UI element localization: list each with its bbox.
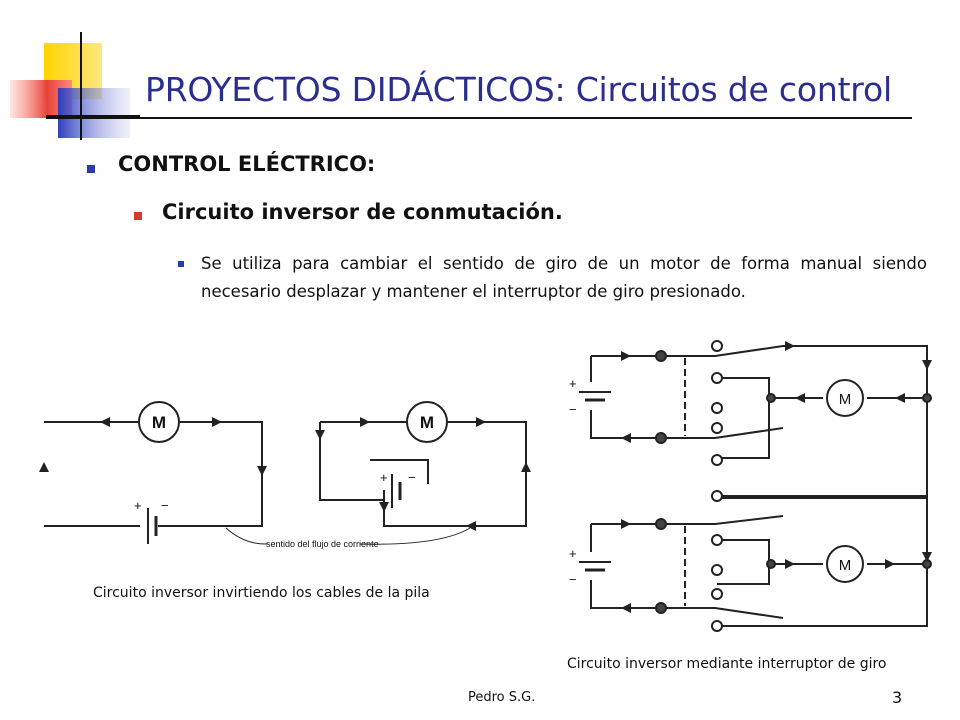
arrow-icon [379,502,389,512]
circuit2-motor-label: M [420,413,434,432]
motor-bottom [826,545,864,583]
flow-direction-label: sentido del flujo de corriente [266,539,379,549]
page-number: 3 [892,688,903,707]
bullet-marker-l3 [178,261,184,267]
bullet-marker-l2 [134,212,142,220]
arrow-icon [621,603,631,613]
arrow-icon [785,341,795,351]
circuit1-plus: + [134,498,142,513]
arrow-icon [100,417,110,427]
circuit2-motor [406,401,448,443]
svg-text:+: + [569,376,577,391]
arrow-icon [895,393,905,403]
arrow-icon [621,351,631,361]
circuit1-motor [138,401,180,443]
arrow-icon [257,466,267,476]
circuit1-motor-label: M [152,413,166,432]
decorative-squares-logo [10,32,140,140]
right-figure-caption: Circuito inversor mediante interruptor d… [567,656,887,672]
arrow-icon [922,552,932,562]
right-circuit-diagram: M M + − + − [569,340,932,632]
arrow-icon [212,417,222,427]
slide-title: PROYECTOS DIDÁCTICOS: Circuitos de contr… [145,70,892,109]
svg-text:−: − [569,402,577,417]
circuit1-minus: − [161,498,169,513]
title-underline [46,117,912,119]
arrow-icon [621,433,631,443]
footer-author: Pedro S.G. [468,690,536,705]
arrow-icon [521,462,531,472]
arrow-icon [360,417,370,427]
arrow-icon [476,417,486,427]
motor-top-label: M [839,391,852,408]
arrow-icon [39,462,49,472]
arrow-icon [315,430,325,440]
arrow-icon [885,559,895,569]
left-circuit-diagram: M M + − + − sentido del flujo de corrien… [39,401,531,549]
bullet-marker-l1 [87,165,95,173]
svg-text:−: − [569,572,577,587]
bullet-circuito-inversor: Circuito inversor de conmutación. [162,200,563,224]
arrow-icon [795,393,805,403]
svg-text:+: + [569,546,577,561]
arrow-icon [466,521,476,531]
circuit2-minus: − [408,470,416,485]
bullet-control-electrico: CONTROL ELÉCTRICO: [118,152,376,176]
circuit2-plus: + [380,470,388,485]
left-figure-caption: Circuito inversor invirtiendo los cables… [93,585,430,601]
arrow-icon [785,559,795,569]
motor-top [826,379,864,417]
motor-bottom-label: M [839,557,852,574]
arrow-icon [621,519,631,529]
bullet-description: Se utiliza para cambiar el sentido de gi… [201,254,927,301]
arrow-icon [922,360,932,370]
